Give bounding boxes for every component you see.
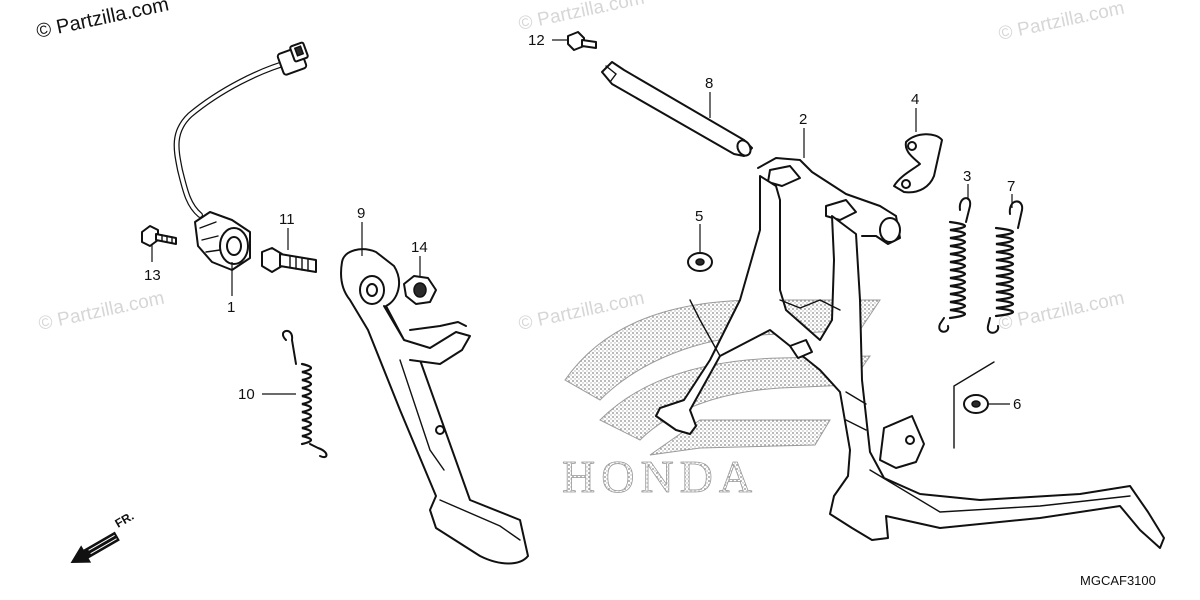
callout-1: 1 [227,299,235,316]
callout-13: 13 [144,267,161,284]
side-stand-switch [173,41,309,271]
main-stand-2 [655,157,1165,549]
shaft-8 [601,61,753,157]
callout-2: 2 [799,111,807,128]
callout-14: 14 [411,239,428,256]
callout-12: 12 [528,32,545,49]
side-stand-9 [340,248,529,565]
spring-7 [986,200,1024,334]
callout-3: 3 [963,168,971,185]
bolt-13 [141,225,177,247]
bolt-12 [567,31,597,51]
callout-8: 8 [705,75,713,92]
callout-9: 9 [357,205,365,222]
watermark-mid-left: © Partzilla.com [37,288,167,335]
watermark-top-right: © Partzilla.com [997,0,1127,45]
callout-5: 5 [695,208,703,225]
callout-4: 4 [911,91,919,108]
callout-7: 7 [1007,178,1015,195]
watermark-mid-right: © Partzilla.com [997,288,1127,335]
pivot-bolt-11 [261,247,317,273]
spring-3 [938,197,972,333]
callout-6: 6 [1013,396,1021,413]
callout-11: 11 [279,211,295,228]
nut-14 [403,275,437,305]
honda-logo-text: HONDA [562,451,758,502]
washer-5 [687,252,713,272]
callout-10: 10 [238,386,255,403]
leader-lines [151,39,1013,405]
watermark-top-center: © Partzilla.com [517,0,647,35]
front-direction-arrow-icon [70,531,120,563]
washer-6 [953,361,995,449]
diagram-code: MGCAF3100 [1080,573,1156,588]
spring-10 [282,330,328,458]
plate-4 [893,133,943,194]
front-direction-label: FR. [113,509,137,531]
watermark-top-left: © Partzilla.com [34,0,170,43]
callout-labels: 1 2 3 4 5 6 7 8 9 10 11 12 13 14 [144,32,1021,413]
